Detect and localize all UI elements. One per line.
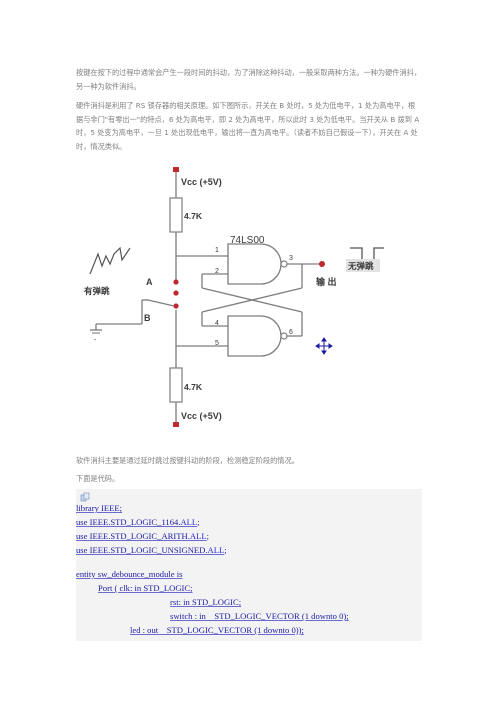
code-copy-icon[interactable] xyxy=(80,492,90,502)
vcc-bottom-label: Vcc (+5V) xyxy=(181,411,222,421)
switch-contact-mid xyxy=(173,290,179,296)
resistor-top-label: 4.7K xyxy=(184,211,203,221)
resistor-bottom-label: 4.7K xyxy=(184,382,203,392)
no-bounce-label-bg xyxy=(346,259,380,272)
code-line-1: library IEEE; xyxy=(76,503,123,513)
clean-waveform xyxy=(350,247,384,261)
code-line-9: led : out STD_LOGIC_VECTOR (1 downto 0))… xyxy=(130,625,304,635)
code-line-3: use IEEE.STD_LOGIC_ARITH.ALL; xyxy=(76,531,209,541)
nand-top-bubble xyxy=(280,260,288,268)
code-line-5: entity sw_debounce_module is xyxy=(76,569,183,579)
pin-6: 6 xyxy=(289,329,293,336)
output-label: 输 出 xyxy=(316,276,337,287)
ground-label: - xyxy=(94,337,97,344)
software-debounce-paragraph: 软件消抖主要是通过延时跳过按键抖动的阶段，检测稳定阶段的情况。 xyxy=(76,456,299,465)
code-line-4: use IEEE.STD_LOGIC_UNSIGNED.ALL; xyxy=(76,545,227,555)
pin-5: 5 xyxy=(215,340,219,347)
output-terminal xyxy=(319,261,325,267)
bounce-waveform xyxy=(89,246,131,275)
pin-3: 3 xyxy=(289,255,293,262)
nand-gate-bottom xyxy=(227,315,282,357)
no-bounce-label: 无弹跳 xyxy=(347,261,374,271)
switch-a-label: A xyxy=(146,277,153,287)
cross-wire-2 xyxy=(201,287,303,313)
intro-paragraph: 按键在按下的过程中通常会产生一段时间的抖动，为了消除这种抖动，一般采取两种方法。… xyxy=(76,68,422,91)
vcc-top-label: Vcc (+5V) xyxy=(181,177,222,187)
bounce-label: 有弹跳 xyxy=(84,286,110,296)
code-line-7: rst: in STD_LOGIC; xyxy=(170,597,242,607)
code-block: library IEEE; use IEEE.STD_LOGIC_1164.AL… xyxy=(76,489,422,641)
chip-label: 74LS00 xyxy=(230,235,265,246)
resistor-bottom xyxy=(169,367,183,403)
vcc-top-terminal xyxy=(173,167,179,172)
code-line-2: use IEEE.STD_LOGIC_1164.ALL; xyxy=(76,517,200,527)
code-line-6: Port ( clk: in STD_LOGIC; xyxy=(98,583,193,593)
switch-lever xyxy=(147,299,175,307)
hardware-debounce-paragraph: 硬件消抖是利用了 RS 锁存器的相关原理。如下图所示，开关在 B 处时，5 处为… xyxy=(76,101,420,151)
switch-contact-b xyxy=(173,303,179,309)
pin-2: 2 xyxy=(215,268,219,275)
rs-latch-circuit-diagram: Vcc (+5V) 4.7K 74LS00 1 2 3 输 出 无弹跳 4 5 … xyxy=(84,167,384,427)
move-cursor-icon xyxy=(315,337,333,355)
nand-gate-top xyxy=(227,243,282,285)
pin-1: 1 xyxy=(215,247,219,254)
nand-bottom-bubble xyxy=(280,332,288,340)
vcc-bottom-terminal xyxy=(173,422,179,427)
switch-b-label: B xyxy=(144,313,151,323)
resistor-top xyxy=(169,197,183,233)
code-intro-paragraph: 下面是代码。 xyxy=(76,474,120,483)
switch-contact-a xyxy=(173,279,179,285)
code-line-8: switch : in STD_LOGIC_VECTOR (1 downto 0… xyxy=(170,611,349,621)
pin-4: 4 xyxy=(215,320,219,327)
